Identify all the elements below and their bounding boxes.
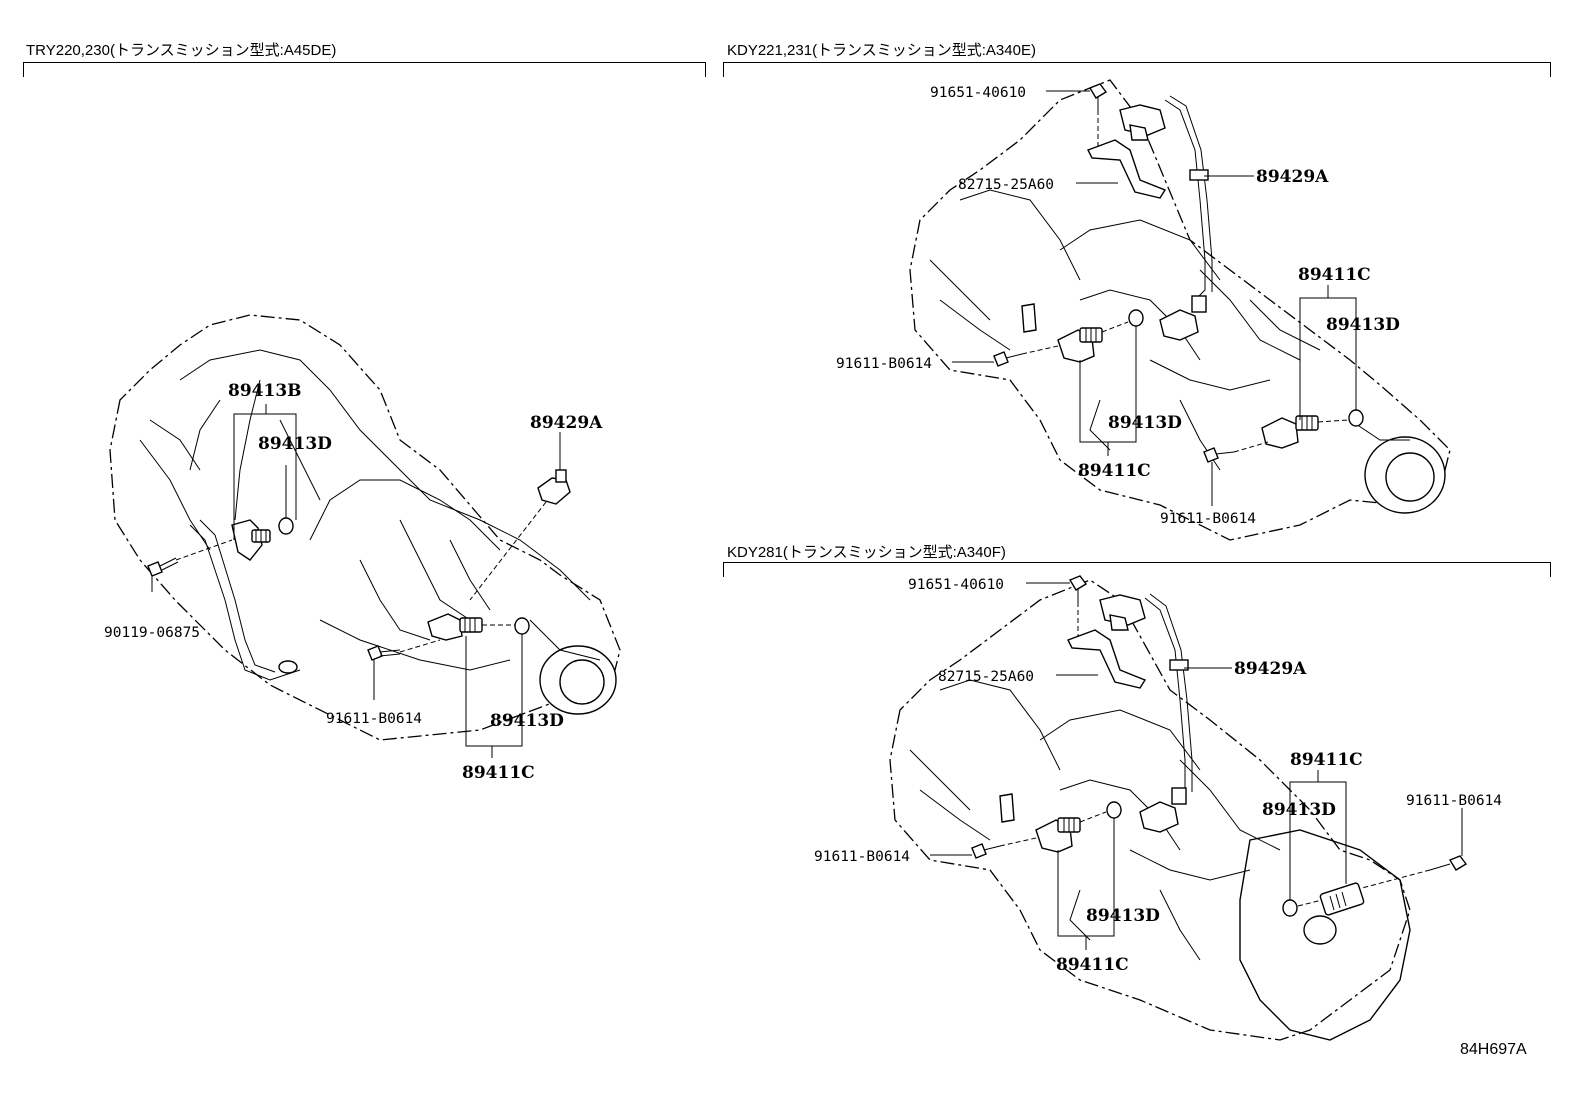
s1-speed-sensor-89411c bbox=[427, 613, 483, 641]
callout-s2-89411c-mid: 89411C bbox=[1078, 461, 1151, 481]
callout-s3-89413d-right: 89413D bbox=[1262, 800, 1336, 820]
figure-code: 84H697A bbox=[1460, 1041, 1527, 1058]
s3-speed-sensor-89411c-mid bbox=[999, 793, 1081, 853]
s1-bolt-91611 bbox=[367, 645, 401, 661]
s2-bracket-82715 bbox=[1087, 139, 1167, 199]
s2-pressure-switch-89429a bbox=[1159, 295, 1207, 341]
callout-s3-91611-b0614-right: 91611-B0614 bbox=[1406, 793, 1502, 809]
callout-s3-89429a: 89429A bbox=[1234, 659, 1307, 679]
s3-speed-sensor-89411c-right bbox=[1319, 882, 1365, 916]
callout-s1-89413b: 89413B bbox=[228, 381, 302, 401]
s3-bracket-82715 bbox=[1067, 629, 1147, 689]
transmission-a45de bbox=[109, 314, 621, 741]
s3-pressure-switch-89429a bbox=[1139, 787, 1187, 833]
s1-pressure-switch-89429a bbox=[537, 469, 571, 505]
callout-s2-89413d-mid: 89413D bbox=[1108, 413, 1182, 433]
callout-s2-91611-b0614-bottom: 91611-B0614 bbox=[1160, 511, 1256, 527]
s2-connector bbox=[1119, 104, 1166, 141]
s2-o-ring-89413d-right bbox=[1348, 409, 1364, 427]
s3-bolt-91651 bbox=[1068, 575, 1088, 602]
callout-s3-89411c-right: 89411C bbox=[1290, 750, 1363, 770]
transmission-a340e bbox=[909, 79, 1451, 541]
section-bracket-kdy221 bbox=[723, 62, 1551, 77]
s3-connector bbox=[1099, 594, 1146, 631]
s3-bolt-91611-left bbox=[971, 843, 1001, 859]
s3-o-ring-89413d-mid bbox=[1106, 801, 1122, 819]
callout-s3-91651-40610: 91651-40610 bbox=[908, 577, 1004, 593]
s2-speed-sensor-89411c-mid bbox=[1021, 303, 1103, 363]
section-title-try220: TRY220,230(トランスミッション型式:A45DE) bbox=[26, 42, 337, 59]
s1-speed-sensor-89413b bbox=[231, 519, 271, 561]
s2-bolt-91611-bottom bbox=[1203, 447, 1235, 463]
section-title-kdy281: KDY281(トランスミッション型式:A340F) bbox=[727, 544, 1006, 561]
s2-bolt-91611-left bbox=[993, 351, 1023, 367]
s1-o-ring-89413d-top bbox=[278, 517, 294, 535]
callout-s1-89413d-top: 89413D bbox=[258, 434, 332, 454]
section-bracket-kdy281 bbox=[723, 562, 1551, 577]
callout-s2-82715-25a60: 82715-25A60 bbox=[958, 177, 1054, 193]
s2-o-ring-89413d-mid bbox=[1128, 309, 1144, 327]
callout-s2-89429a: 89429A bbox=[1256, 167, 1329, 187]
callout-s1-91611-b0614: 91611-B0614 bbox=[326, 711, 422, 727]
s3-o-ring-89413d-right bbox=[1282, 899, 1298, 917]
s2-bolt-91651 bbox=[1088, 83, 1108, 110]
callout-s3-91611-b0614-left: 91611-B0614 bbox=[814, 849, 910, 865]
section-title-kdy221: KDY221,231(トランスミッション型式:A340E) bbox=[727, 42, 1036, 59]
callout-s3-82715-25a60: 82715-25A60 bbox=[938, 669, 1034, 685]
callout-s2-89413d-right: 89413D bbox=[1326, 315, 1400, 335]
callout-s2-89411c-right: 89411C bbox=[1298, 265, 1371, 285]
s2-speed-sensor-89411c-right bbox=[1261, 415, 1319, 449]
section-bracket-try220 bbox=[23, 62, 706, 77]
s3-bolt-91611-right bbox=[1429, 855, 1468, 871]
callout-s2-91651-40610: 91651-40610 bbox=[930, 85, 1026, 101]
callout-s1-89429a: 89429A bbox=[530, 413, 603, 433]
callout-s1-89411c: 89411C bbox=[462, 763, 535, 783]
callout-s2-91611-b0614-left: 91611-B0614 bbox=[836, 356, 932, 372]
s1-o-ring-89413d-bottom bbox=[514, 617, 530, 635]
callout-s3-89413d-mid: 89413D bbox=[1086, 906, 1160, 926]
s1-bolt-90119 bbox=[147, 557, 179, 577]
callout-s1-89413d-bottom: 89413D bbox=[490, 711, 564, 731]
callout-s1-90119-06875: 90119-06875 bbox=[104, 625, 200, 641]
callout-s3-89411c-mid: 89411C bbox=[1056, 955, 1129, 975]
